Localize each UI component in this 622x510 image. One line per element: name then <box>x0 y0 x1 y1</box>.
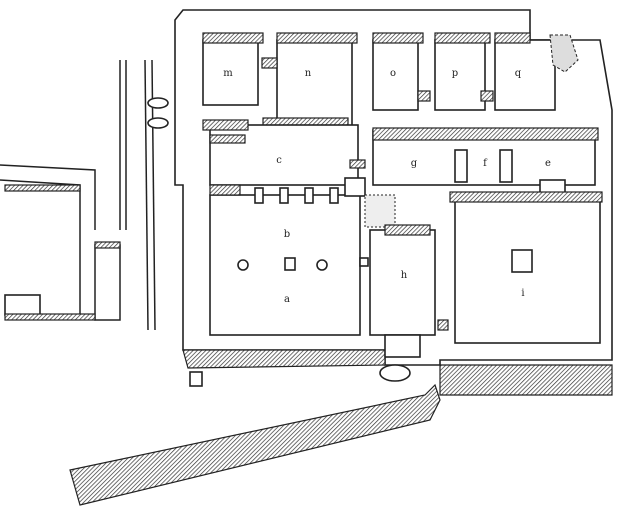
room-label-q: q <box>515 68 522 79</box>
rooms-efgh <box>189 127 599 387</box>
paved-passage <box>364 194 396 228</box>
room-label-c: c <box>276 155 282 166</box>
left-structure <box>0 164 121 321</box>
room-i <box>449 191 603 344</box>
street-lines <box>119 59 169 331</box>
room-label-a: a <box>284 294 290 305</box>
room-label-f: f <box>483 158 488 169</box>
room-label-o: o <box>390 68 396 79</box>
room-label-p: p <box>452 68 458 79</box>
room-label-n: n <box>305 68 312 79</box>
hall-abc <box>202 119 366 336</box>
room-label-g: g <box>411 158 418 169</box>
room-label-i: i <box>521 288 524 299</box>
north-rooms <box>202 32 579 131</box>
room-label-h: h <box>401 270 408 281</box>
road-strip <box>69 383 441 506</box>
room-label-m: m <box>223 68 233 79</box>
room-label-e: e <box>545 158 551 169</box>
room-label-b: b <box>284 229 290 240</box>
